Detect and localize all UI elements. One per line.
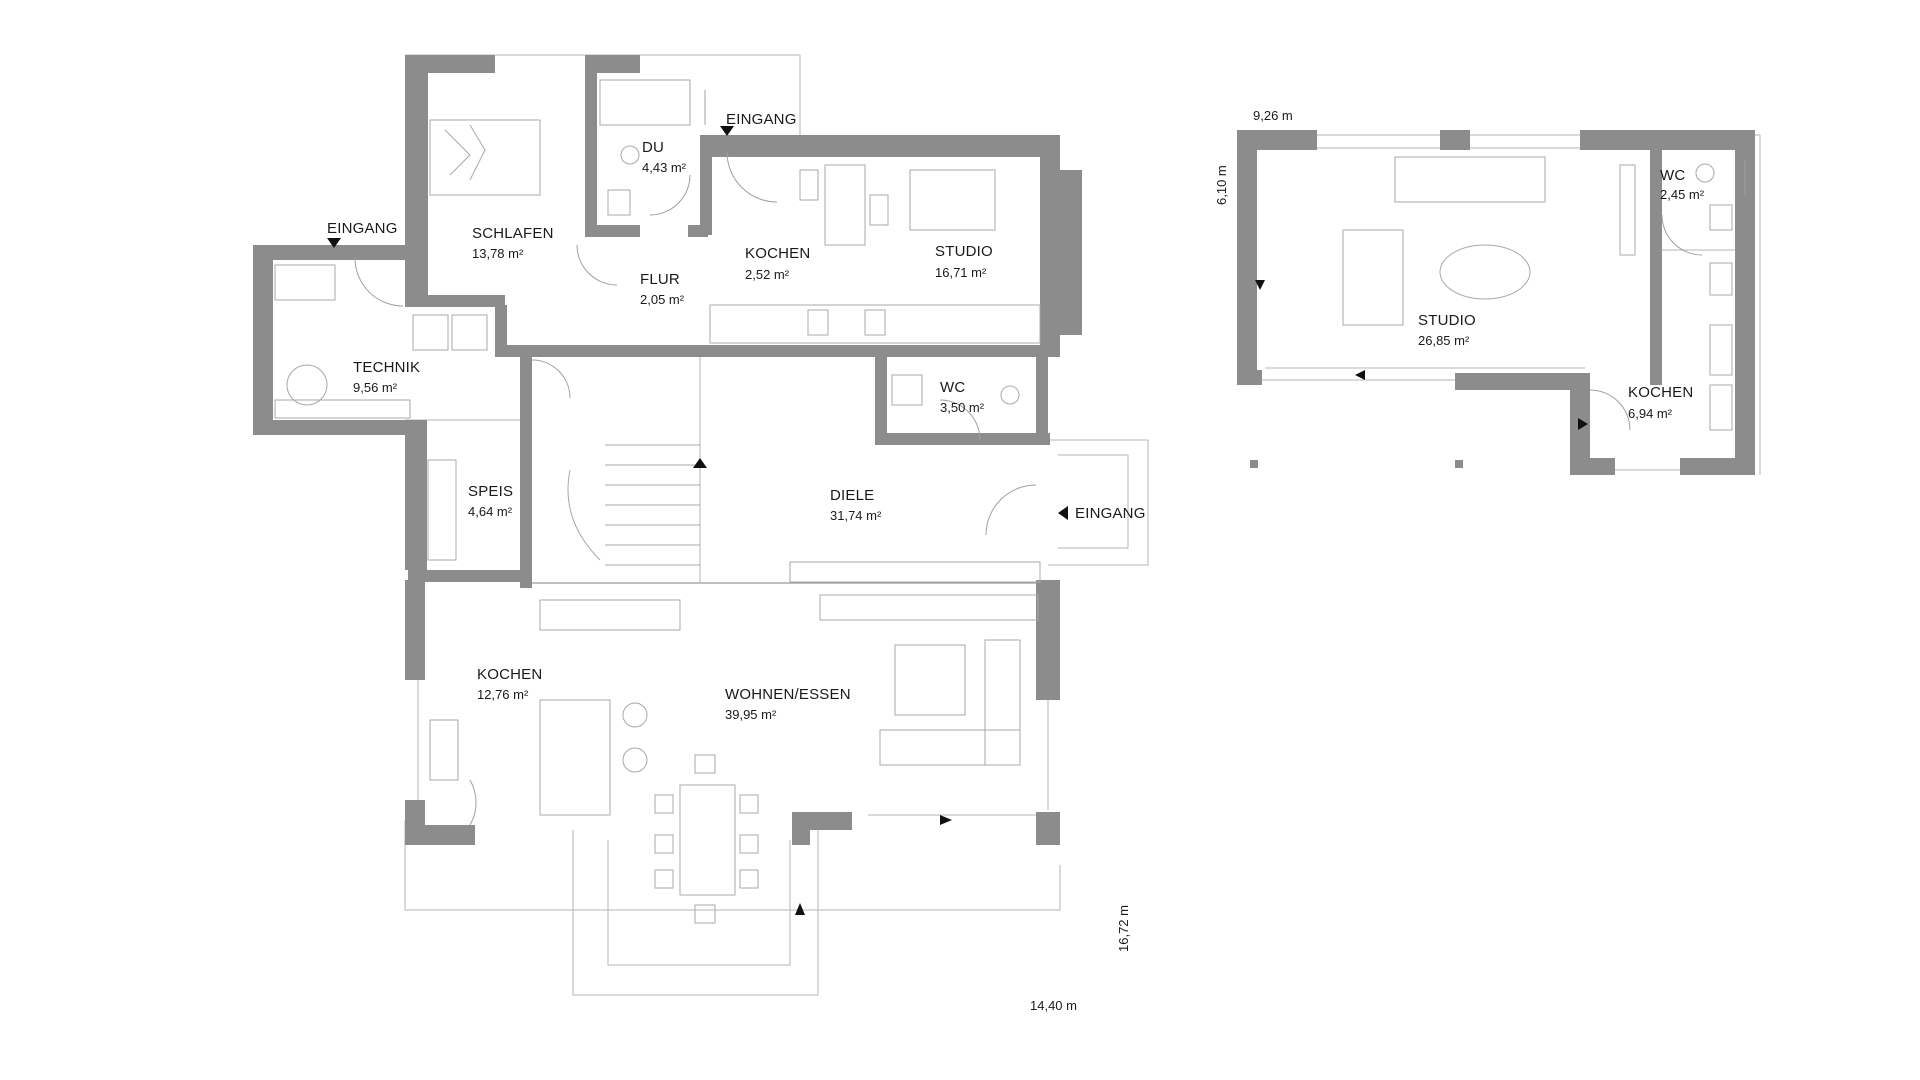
room-area-studio: 16,71 m² [935,265,987,280]
main-dimensions: 14,40 m 16,72 m [1030,905,1131,1013]
entrance-arrow-icon [1578,418,1588,430]
direction-arrow-icon [795,903,805,915]
room-area-studio-annex: 26,85 m² [1418,333,1470,348]
annex-dimensions: 9,26 m 6,10 m [1214,108,1293,205]
main-walls [253,55,1082,845]
entrance-arrow-icon [327,238,341,248]
direction-arrow-icon [1255,280,1265,290]
main-entrance-labels: EINGANG EINGANG EINGANG [327,111,1146,522]
sofa-icon [879,729,1021,766]
room-area-du: 4,43 m² [642,160,687,175]
room-name-flur: FLUR [640,271,680,288]
room-name-studio-annex: STUDIO [1418,312,1476,329]
entrance-arrow-icon [1058,506,1068,520]
direction-arrow-icon [1355,370,1365,380]
main-doors [354,90,1037,826]
room-area-wohnen-essen: 39,95 m² [725,707,777,722]
room-name-schlafen: SCHLAFEN [472,225,554,242]
annex-doors [1589,160,1746,431]
entrance-label-west: EINGANG [327,220,398,237]
annex-arrows [1255,280,1588,430]
room-name-kochen-lower: KOCHEN [477,666,542,683]
direction-arrow-icon [693,458,707,468]
coffee-table-icon [1439,244,1531,300]
toilet-icon [1695,163,1715,183]
annex-dimension-width: 9,26 m [1253,108,1293,123]
room-area-kochen-lower: 12,76 m² [477,687,529,702]
main-house-plan: SCHLAFEN 13,78 m² DU 4,43 m² FLUR 2,05 m… [253,54,1149,1013]
annex-furniture [1342,156,1733,431]
room-name-wc: WC [940,379,965,396]
room-name-wohnen-essen: WOHNEN/ESSEN [725,686,851,703]
room-area-kochen-upper: 2,52 m² [745,267,790,282]
sofa-icon [1394,156,1546,203]
entrance-label-east: EINGANG [1075,505,1146,522]
annex-outline-lines [1252,134,1761,475]
room-name-kochen-annex: KOCHEN [1628,384,1693,401]
bed-icon [429,119,541,196]
room-area-speis: 4,64 m² [468,504,513,519]
main-furniture [274,79,1041,924]
entrance-label-north: EINGANG [726,111,797,128]
annex-room-labels: WC 2,45 m² STUDIO 26,85 m² KOCHEN 6,94 m… [1418,167,1705,421]
room-name-speis: SPEIS [468,483,513,500]
dining-table-icon [679,784,736,896]
sink-icon [429,719,459,781]
room-area-kochen-annex: 6,94 m² [1628,406,1673,421]
main-entrance-arrows [327,126,1068,915]
annex-plan: WC 2,45 m² STUDIO 26,85 m² KOCHEN 6,94 m… [1214,108,1761,475]
room-name-diele: DIELE [830,487,874,504]
room-name-technik: TECHNIK [353,359,420,376]
direction-arrow-icon [940,815,952,825]
main-room-labels: SCHLAFEN 13,78 m² DU 4,43 m² FLUR 2,05 m… [353,139,993,722]
room-name-du: DU [642,139,664,156]
room-area-flur: 2,05 m² [640,292,685,307]
room-name-studio: STUDIO [935,243,993,260]
room-area-diele: 31,74 m² [830,508,882,523]
room-area-wc: 3,50 m² [940,400,985,415]
room-name-wc-annex: WC [1660,167,1685,184]
dimension-width: 14,40 m [1030,998,1077,1013]
toilet-icon [620,145,640,165]
room-area-wc-annex: 2,45 m² [1660,187,1705,202]
room-area-schlafen: 13,78 m² [472,246,524,261]
dimension-depth: 16,72 m [1116,905,1131,952]
room-name-kochen-upper: KOCHEN [745,245,810,262]
room-area-technik: 9,56 m² [353,380,398,395]
main-outline-lines [404,54,1149,996]
entrance-arrow-icon [720,126,734,136]
annex-walls [1237,130,1755,475]
annex-dimension-depth: 6,10 m [1214,165,1229,205]
sofa-icon [909,169,996,231]
